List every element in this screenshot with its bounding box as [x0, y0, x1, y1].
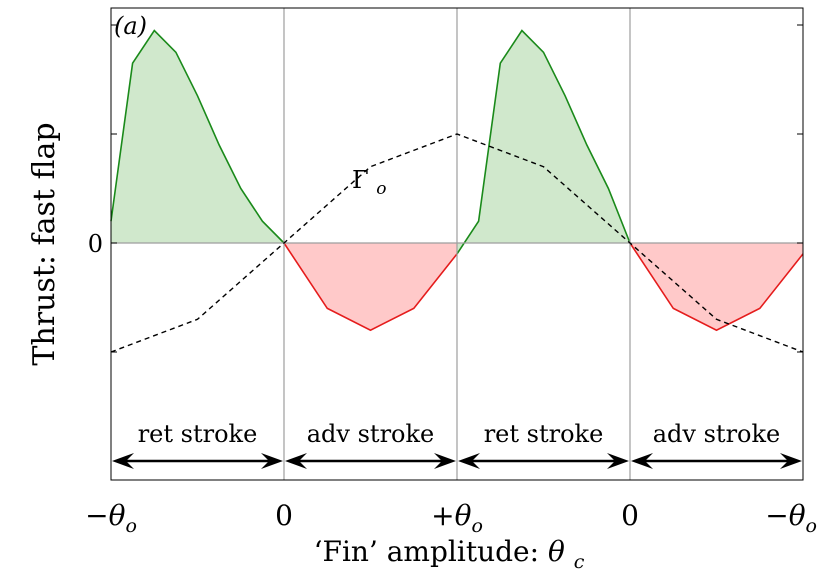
x-axis-label-subscript: c: [574, 551, 585, 573]
stroke-arrow-head-left-3: [458, 453, 480, 469]
x-tick-label-3: +θo: [431, 499, 483, 537]
x-tick-label-4: 0: [621, 499, 639, 532]
thrust-fills: [110, 29, 804, 332]
stroke-arrow-head-right-1: [261, 453, 283, 469]
gamma-label-subscript: o: [376, 179, 386, 199]
stroke-arrow-head-left-4: [631, 453, 653, 469]
stroke-label-3: ret stroke: [484, 420, 604, 448]
thrust-lobe-edge-4: [629, 242, 804, 332]
stroke-dividers: [283, 8, 631, 480]
thrust-lobe-edge-3: [456, 29, 631, 255]
y-tick-label-zero: 0: [88, 230, 103, 258]
stroke-arrow-head-right-2: [434, 453, 456, 469]
stroke-label-2: adv stroke: [307, 420, 435, 448]
stroke-arrows: [112, 453, 802, 469]
thrust-lobe-fill-3: [457, 30, 630, 254]
y-axis-label: Thrust: fast flap: [27, 122, 62, 365]
stroke-label-4: adv stroke: [653, 420, 781, 448]
gamma-label: Γ o: [352, 166, 387, 199]
x-tick-sign: +: [431, 499, 454, 532]
thrust-lobe-fill-1: [111, 30, 284, 243]
stroke-arrow-head-right-4: [780, 453, 802, 469]
stroke-arrow-head-left-2: [285, 453, 307, 469]
thrust-lobe-edge-2: [283, 242, 458, 332]
x-tick-subscript: o: [125, 515, 136, 537]
gamma-label-text: Γ: [352, 166, 369, 194]
panel-label: (a): [114, 12, 147, 40]
x-tick-label-1: −θo: [85, 499, 137, 537]
x-axis-label-symbol: θ: [548, 535, 565, 568]
x-tick-theta: θ: [455, 499, 472, 532]
x-tick-sign: −: [85, 499, 108, 532]
thrust-lobe-edge-1: [110, 29, 285, 244]
x-tick-sign: −: [765, 499, 788, 532]
stroke-arrow-head-left-1: [112, 453, 134, 469]
y-axis-ticks: [111, 24, 803, 353]
stroke-arrow-head-right-3: [607, 453, 629, 469]
stroke-labels: ret stroke adv stroke ret stroke adv stroke: [138, 420, 781, 448]
x-tick-label-5: −θo: [765, 499, 817, 537]
x-axis-label-prefix: ‘Fin’ amplitude:: [314, 535, 548, 568]
x-tick-theta: θ: [789, 499, 806, 532]
plot-frame: [110, 7, 804, 481]
gamma-curve: [110, 133, 804, 353]
x-tick-theta: θ: [109, 499, 126, 532]
x-tick-label-2: 0: [275, 499, 293, 532]
stroke-label-1: ret stroke: [138, 420, 258, 448]
x-tick-subscript: o: [471, 515, 482, 537]
x-tick-subscript: o: [806, 515, 817, 537]
x-axis-label: ‘Fin’ amplitude: θ c: [314, 535, 585, 573]
